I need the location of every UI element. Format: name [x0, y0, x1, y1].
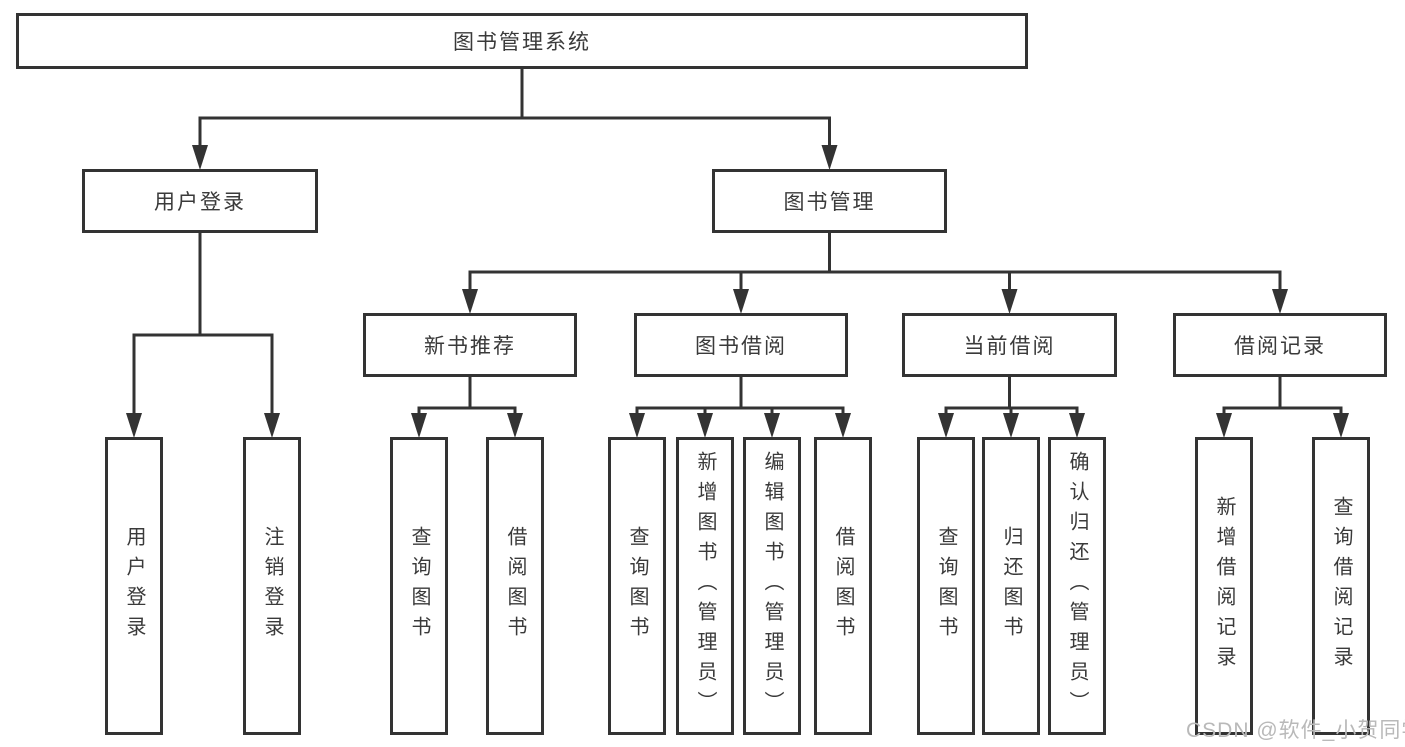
node-user-login-leaf: 用户登录: [105, 437, 163, 735]
node-br-query-record: 查询借阅记录: [1312, 437, 1370, 735]
watermark: CSDN @软件_小贺同学: [1186, 719, 1405, 742]
node-cb-query-books: 查询图书: [917, 437, 975, 735]
node-bb-edit-books: 编辑图书（管理员）: [743, 437, 801, 735]
node-logout-leaf: 注销登录: [243, 437, 301, 735]
node-book-borrowing: 图书借阅: [634, 313, 848, 377]
node-bb-borrow-books: 借阅图书: [814, 437, 872, 735]
node-bb-add-books: 新增图书（管理员）: [676, 437, 734, 735]
node-bb-query-books: 查询图书: [608, 437, 666, 735]
node-nbr-borrow-books: 借阅图书: [486, 437, 544, 735]
node-cb-confirm-return: 确认归还（管理员）: [1048, 437, 1106, 735]
node-new-book-recommend: 新书推荐: [363, 313, 577, 377]
node-user-login: 用户登录: [82, 169, 318, 233]
node-br-add-record: 新增借阅记录: [1195, 437, 1253, 735]
node-cb-return-books: 归还图书: [982, 437, 1040, 735]
node-book-management: 图书管理: [712, 169, 947, 233]
node-borrowing-records: 借阅记录: [1173, 313, 1387, 377]
node-root: 图书管理系统: [16, 13, 1028, 69]
node-nbr-query-books: 查询图书: [390, 437, 448, 735]
node-current-borrowing: 当前借阅: [902, 313, 1117, 377]
